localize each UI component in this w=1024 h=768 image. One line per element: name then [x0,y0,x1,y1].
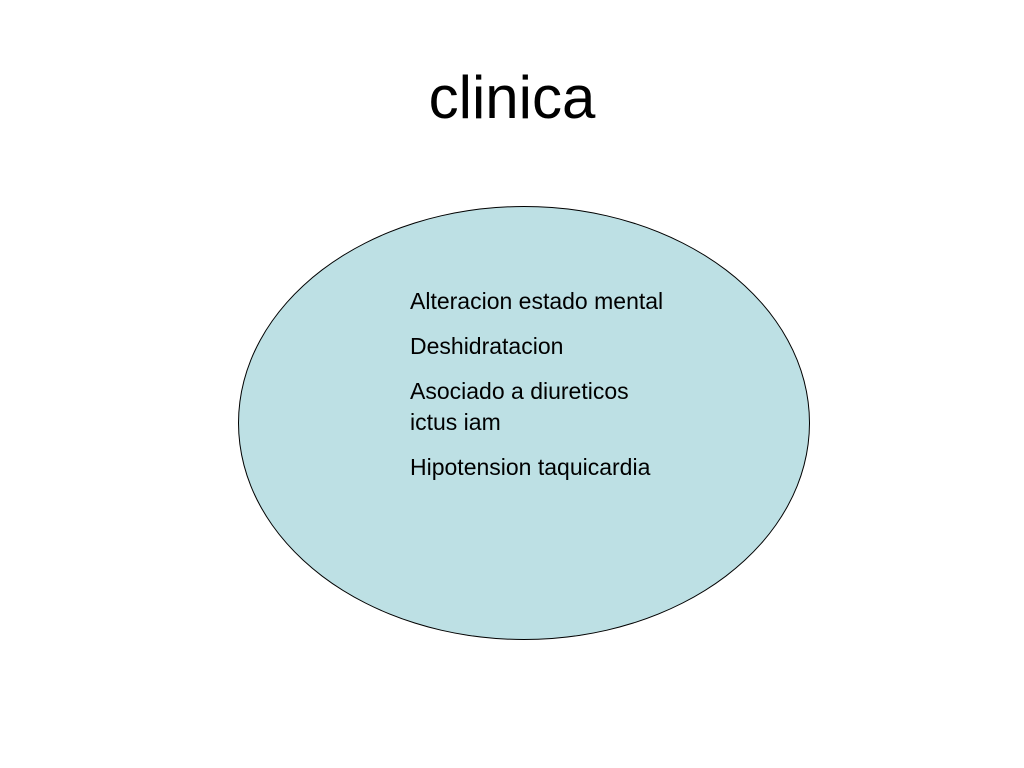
list-item-hypotension: Hipotension taquicardia [410,454,651,480]
slide-title: clinica [428,64,596,131]
list-item-diuretics: Asociado a diureticos ictus iam [410,378,629,435]
content-list: Alteracion estado mental Deshidratacion … [410,286,670,497]
list-item-dehydration: Deshidratacion [410,333,564,359]
content-ellipse [238,206,810,640]
list-item-mental-state: Alteracion estado mental [410,288,664,314]
